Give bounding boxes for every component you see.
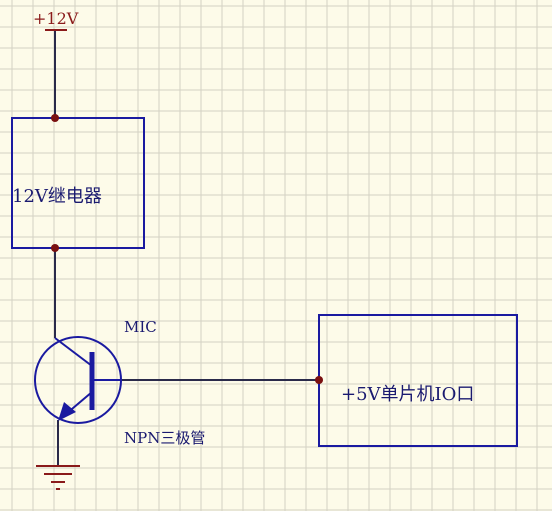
- transistor-label: NPN三极管: [124, 429, 205, 447]
- mic-label: MIC: [124, 318, 157, 336]
- relay-label: 12V继电器: [12, 186, 102, 207]
- junction-dot: [51, 244, 59, 252]
- supply-label: +12V: [33, 9, 79, 28]
- npn-transistor-icon[interactable]: [34, 336, 122, 424]
- wires: [54, 30, 319, 466]
- junction-dot: [315, 376, 323, 384]
- relay-component[interactable]: 12V继电器: [11, 117, 145, 249]
- junction-dot: [51, 114, 59, 122]
- ground-icon: [36, 465, 80, 490]
- junctions: [51, 114, 323, 384]
- power-arrow-icon: +12V: [33, 9, 79, 31]
- mcu-label: +5V单片机IO口: [341, 384, 474, 405]
